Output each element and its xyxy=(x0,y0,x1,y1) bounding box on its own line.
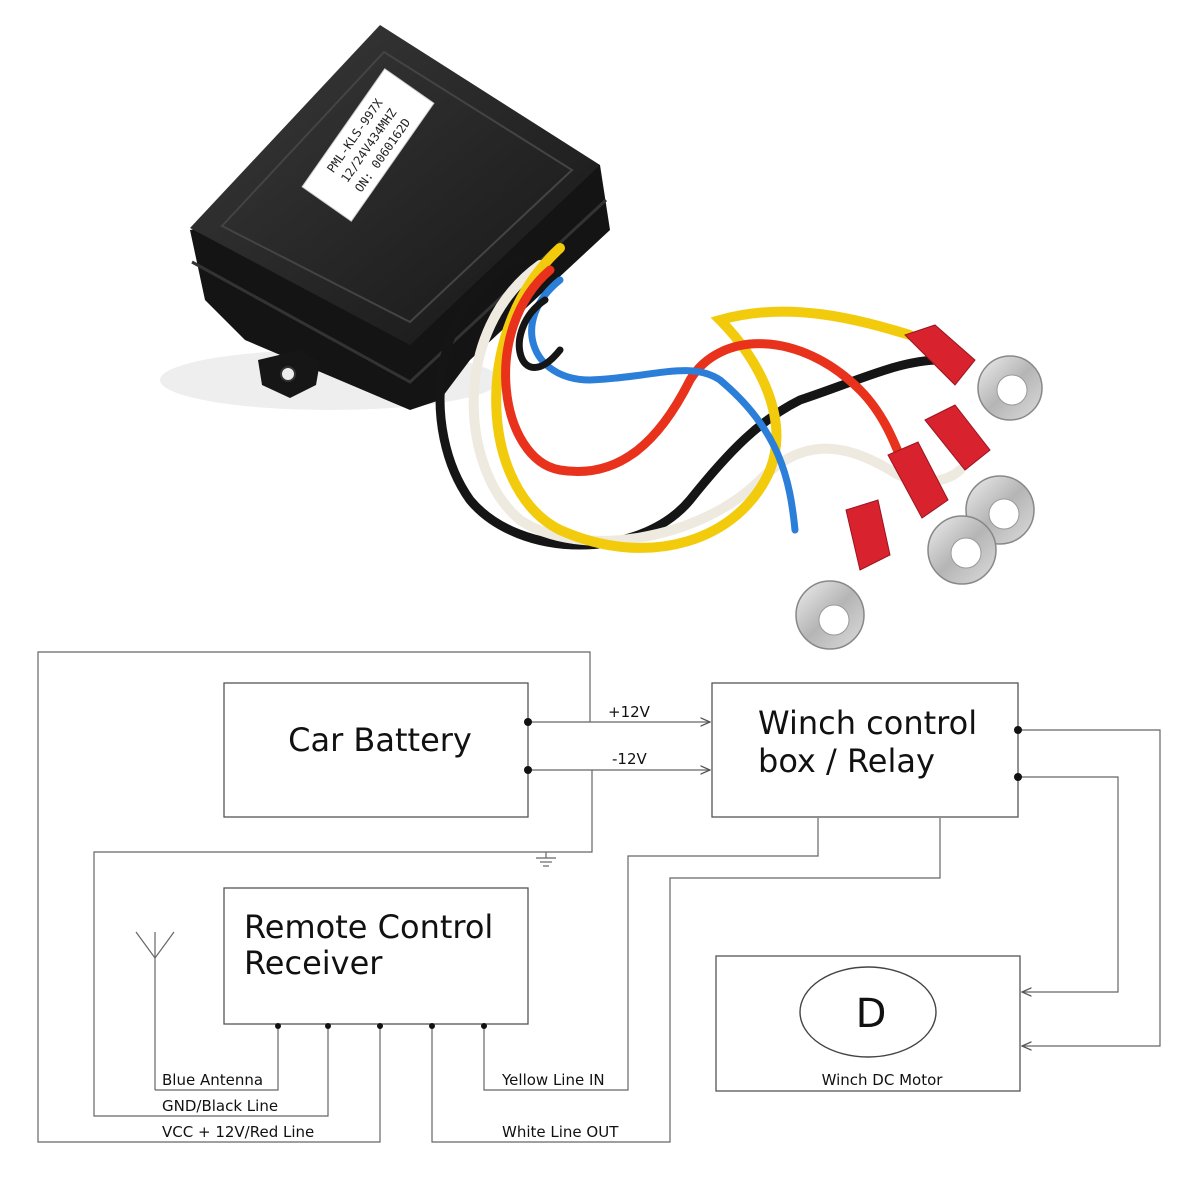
battery-neg-node xyxy=(524,766,532,774)
wire-black-inner xyxy=(515,296,564,371)
housing-top xyxy=(190,25,600,345)
pin-vcc xyxy=(377,1023,383,1029)
wire-yellow xyxy=(491,243,915,553)
ring-terminals xyxy=(795,324,1043,650)
pin-yellow-in xyxy=(481,1023,487,1029)
remote-receiver-box xyxy=(223,887,529,1025)
wire-motor-a xyxy=(1018,729,1161,1046)
gnd-black-label: GND/Black Line xyxy=(162,1097,278,1115)
car-battery-box xyxy=(223,682,529,818)
motor-symbol xyxy=(799,966,937,1058)
wire-black xyxy=(435,253,945,550)
pin-antenna xyxy=(275,1023,281,1029)
wire-harness xyxy=(435,243,965,553)
housing-top-border xyxy=(220,50,574,324)
relay-out-node-a xyxy=(1014,726,1022,734)
car-battery-label: Car Battery xyxy=(288,721,472,759)
wire-yellow-in xyxy=(483,818,819,1091)
remote-receiver-label-line1: Remote Control xyxy=(244,908,493,946)
motor-label: Winch DC Motor xyxy=(822,1071,944,1089)
ring-terminal-3 xyxy=(887,441,997,585)
wire-blue xyxy=(528,276,799,534)
minus12-label: -12V xyxy=(612,750,647,768)
wire-white-out xyxy=(431,818,941,1143)
wire-red xyxy=(501,265,915,485)
wire-vcc-red xyxy=(37,651,591,1143)
pin-gnd xyxy=(325,1023,331,1029)
plus12-label: +12V xyxy=(608,703,651,721)
receiver-module-photo: PML-KLS-997X 12/24V434MHZ ON: 0060162D xyxy=(160,25,610,410)
wiring-diagram: Car Battery Winch control box / Relay Re… xyxy=(37,651,1161,1143)
wire-motor-b xyxy=(1018,776,1119,992)
pin-white-out xyxy=(429,1023,435,1029)
remote-receiver-label-line2: Receiver xyxy=(244,944,383,982)
yellow-in-label: Yellow Line IN xyxy=(501,1071,605,1089)
wire-gnd-black xyxy=(93,770,593,1117)
motor-letter: D xyxy=(856,991,887,1037)
blue-antenna-label: Blue Antenna xyxy=(162,1071,263,1089)
wire-white xyxy=(468,260,965,546)
ring-terminal-1 xyxy=(904,324,1043,421)
winch-control-label-line2: box / Relay xyxy=(758,742,935,780)
vcc-red-label: VCC + 12V/Red Line xyxy=(162,1123,314,1141)
battery-pos-node xyxy=(524,718,532,726)
winch-control-label-line1: Winch control xyxy=(758,704,977,742)
white-out-label: White Line OUT xyxy=(502,1123,619,1141)
relay-out-node-b xyxy=(1014,773,1022,781)
mounting-hole xyxy=(280,366,296,382)
ground-symbol xyxy=(536,852,556,867)
winch-control-box xyxy=(711,682,1019,818)
antenna-icon xyxy=(135,931,279,1091)
ring-terminal-4 xyxy=(795,499,891,650)
